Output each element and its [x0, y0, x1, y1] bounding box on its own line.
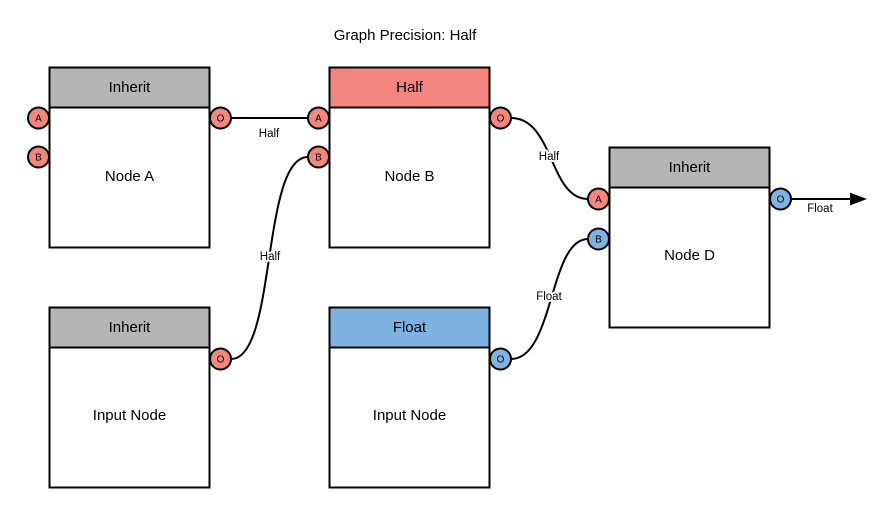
edge-label: Half: [259, 128, 280, 140]
port-circle[interactable]: [489, 347, 512, 371]
node-d-port-o[interactable]: O: [769, 187, 792, 211]
node-b-port-a[interactable]: A: [307, 106, 330, 130]
node-node-a[interactable]: Inherit Node A: [48, 66, 211, 249]
port-circle[interactable]: [27, 145, 50, 169]
port-circle[interactable]: [209, 106, 232, 130]
node-a-port-o[interactable]: O: [209, 106, 232, 130]
input-node-2-header-label: Float: [393, 319, 427, 336]
node-d-port-b[interactable]: B: [587, 227, 610, 251]
edge-label: Half: [539, 151, 560, 163]
edge-label: Float: [807, 203, 833, 215]
port-circle[interactable]: [769, 187, 792, 211]
node-a-header-label: Inherit: [109, 79, 152, 96]
port-circle[interactable]: [307, 106, 330, 130]
edge-node-b-to-node-d[interactable]: Half: [510, 117, 589, 200]
node-input-node-1[interactable]: Inherit Input Node: [48, 306, 211, 489]
port-letter: B: [315, 153, 322, 164]
node-a-header: [48, 66, 211, 109]
diagram-title: Graph Precision: Half: [334, 27, 477, 44]
edge-line[interactable]: [230, 156, 309, 360]
port-circle[interactable]: [587, 227, 610, 251]
node-b-header: [328, 66, 491, 109]
input-node-2-header: [328, 306, 491, 349]
port-circle[interactable]: [489, 106, 512, 130]
node-b-label: Node B: [384, 168, 434, 185]
node-a-label: Node A: [105, 168, 154, 185]
node-d-header: [608, 146, 771, 189]
port-letter: A: [35, 114, 42, 125]
port-letter: B: [595, 235, 602, 246]
edge-label: Half: [260, 251, 281, 263]
port-circle[interactable]: [587, 187, 610, 211]
port-letter: O: [497, 355, 505, 366]
input-node-2-port-o[interactable]: O: [489, 347, 512, 371]
input-node-2-label: Input Node: [373, 407, 446, 424]
edge-label: Float: [536, 291, 562, 303]
arrow-head-icon: [850, 192, 867, 206]
edge-node-a-to-node-b[interactable]: Half: [231, 117, 308, 142]
node-b-header-label: Half: [396, 79, 424, 96]
port-letter: A: [595, 195, 602, 206]
edge-node-d-output[interactable]: Float: [791, 192, 867, 217]
node-d-port-a[interactable]: A: [587, 187, 610, 211]
port-letter: A: [315, 114, 322, 125]
port-circle[interactable]: [209, 347, 232, 371]
node-node-d[interactable]: Inherit Node D: [608, 146, 771, 329]
port-letter: O: [217, 355, 225, 366]
port-letter: O: [497, 114, 505, 125]
node-d-label: Node D: [664, 247, 715, 264]
node-node-b[interactable]: Half Node B: [328, 66, 491, 249]
port-circle[interactable]: [27, 106, 50, 130]
input-node-1-header-label: Inherit: [109, 319, 152, 336]
node-a-port-b[interactable]: B: [27, 145, 50, 169]
port-letter: B: [35, 153, 42, 164]
input-node-1-label: Input Node: [93, 407, 166, 424]
node-a-port-a[interactable]: A: [27, 106, 50, 130]
edge-input-1-to-node-b[interactable]: Half: [230, 156, 309, 360]
node-b-port-o[interactable]: O: [489, 106, 512, 130]
port-letter: O: [777, 195, 785, 206]
port-letter: O: [217, 114, 225, 125]
edge-input-2-to-node-d[interactable]: Float: [510, 238, 589, 360]
node-d-header-label: Inherit: [669, 159, 712, 176]
node-b-port-b[interactable]: B: [307, 145, 330, 169]
port-circle[interactable]: [307, 145, 330, 169]
node-input-node-2[interactable]: Float Input Node: [328, 306, 491, 489]
edge-line[interactable]: [510, 117, 589, 200]
edge-line[interactable]: [510, 238, 589, 360]
input-node-1-header: [48, 306, 211, 349]
input-node-1-port-o[interactable]: O: [209, 347, 232, 371]
